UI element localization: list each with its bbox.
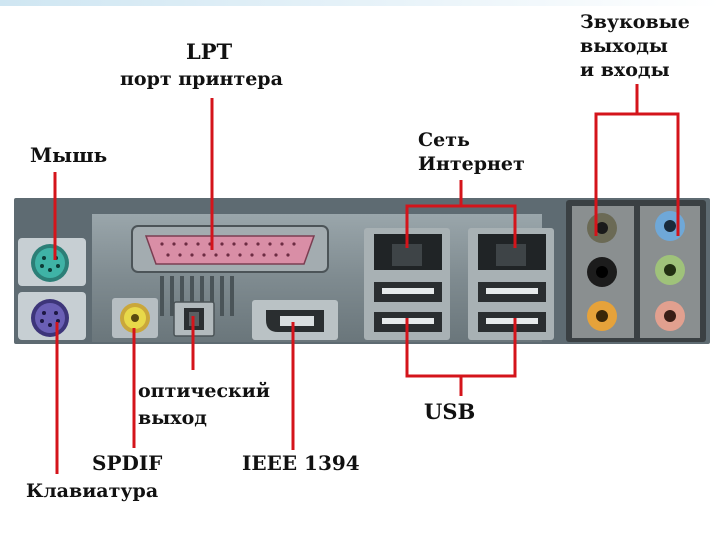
- lan-usb-stack-right: [468, 228, 554, 340]
- spdif-label: SPDIF: [92, 451, 163, 475]
- lpt-title-label: LPT: [186, 39, 233, 64]
- leader-lines: [53, 84, 680, 474]
- lpt-port: [131, 225, 329, 273]
- ps2-mouse-port: [18, 238, 86, 286]
- audio-label: Звуковые выходы и входы: [580, 11, 690, 81]
- top-accent-bar: [0, 0, 720, 6]
- lpt-subtitle-label: порт принтера: [120, 68, 283, 90]
- lan-usb-stack-left: [364, 228, 450, 340]
- mouse-label: Мышь: [30, 143, 108, 167]
- firewire-port: [252, 300, 338, 340]
- spdif-port: [112, 298, 158, 338]
- optical-label: оптический выход: [138, 380, 270, 429]
- heatsink: [160, 276, 234, 316]
- ps2-keyboard-port: [18, 292, 86, 340]
- usb-label: USB: [424, 399, 476, 424]
- audio-jacks: [566, 200, 706, 342]
- keyboard-label: Клавиатура: [26, 480, 159, 502]
- ieee-label: IEEE 1394: [242, 451, 360, 475]
- network-label: Сеть Интернет: [418, 129, 525, 175]
